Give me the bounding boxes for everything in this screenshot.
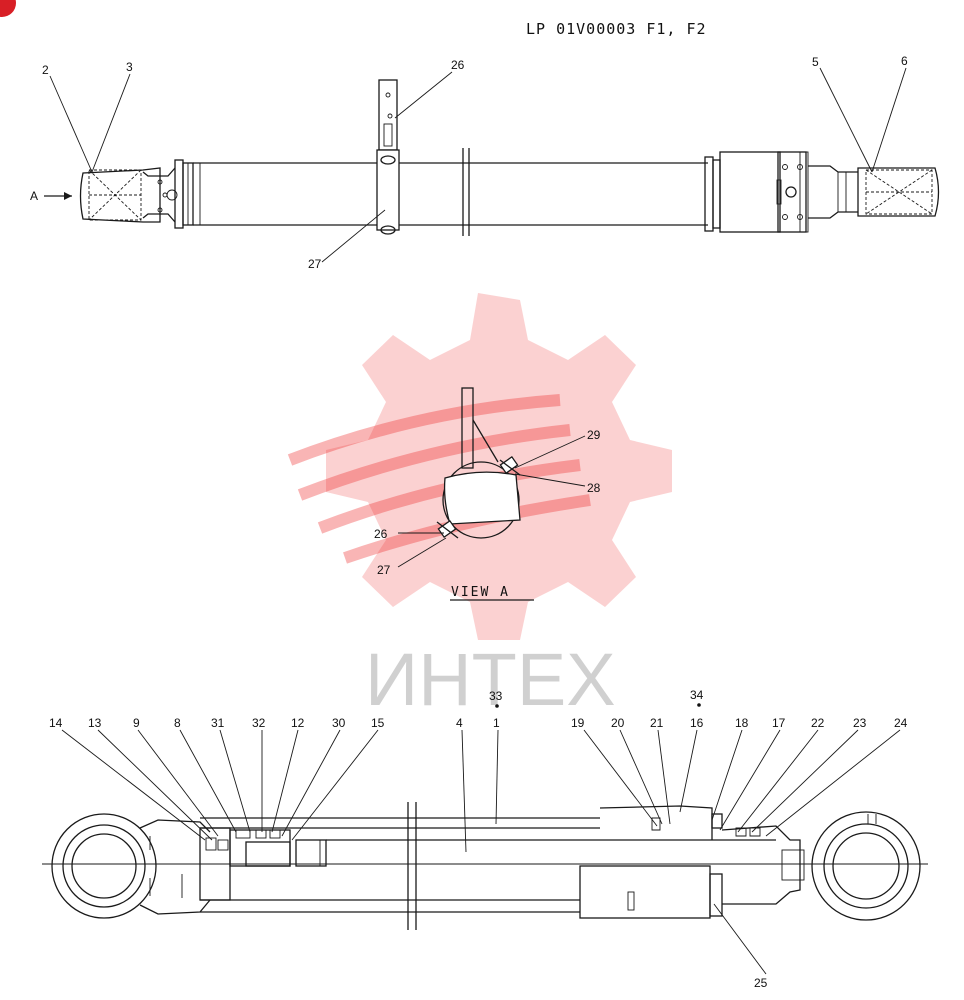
- callout-sec-25: 25: [754, 976, 768, 990]
- marker-dot-33: [495, 704, 499, 708]
- drawing-code: LP 01V00003 F1, F2: [526, 20, 707, 38]
- callout-sec-32: 32: [252, 716, 266, 730]
- callout-sec-12: 12: [291, 716, 305, 730]
- callout-view-27: 27: [377, 563, 391, 577]
- callout-sec-31: 31: [211, 716, 225, 730]
- callout-sec-14: 14: [49, 716, 63, 730]
- corner-badge: [0, 0, 16, 17]
- callout-top-27: 27: [308, 257, 322, 271]
- callout-sec-19: 19: [571, 716, 585, 730]
- callout-view-26: 26: [374, 527, 388, 541]
- callout-top-6: 6: [901, 54, 908, 68]
- callout-view-29: 29: [587, 428, 601, 442]
- callout-sec-17: 17: [772, 716, 786, 730]
- callout-sec-21: 21: [650, 716, 664, 730]
- callout-sec-30: 30: [332, 716, 346, 730]
- callout-sec-1: 1: [493, 716, 500, 730]
- callout-sec-23: 23: [853, 716, 867, 730]
- top-view-leaders: [49, 67, 907, 263]
- marker-dot-34: [697, 703, 701, 707]
- callout-sec-13: 13: [88, 716, 102, 730]
- callout-sec-9: 9: [133, 716, 140, 730]
- view-a-detail: [436, 387, 521, 539]
- callout-sec-22: 22: [811, 716, 825, 730]
- callout-view-28: 28: [587, 481, 601, 495]
- watermark-text: ИНТЕХ: [365, 638, 616, 721]
- callout-sec-34: 34: [690, 688, 704, 702]
- cylinder-section-view: [42, 802, 928, 930]
- cylinder-exterior-view: [44, 79, 940, 236]
- callout-top-3: 3: [126, 60, 133, 74]
- callout-top-2: 2: [42, 63, 49, 77]
- view-title: VIEW A: [451, 585, 510, 600]
- callout-sec-4: 4: [456, 716, 463, 730]
- callout-sec-16: 16: [690, 716, 704, 730]
- view-arrow-label: A: [30, 189, 38, 203]
- callout-top-5: 5: [812, 55, 819, 69]
- callout-top-26: 26: [451, 58, 465, 72]
- callout-sec-33: 33: [489, 689, 503, 703]
- section-leaders: [61, 729, 901, 975]
- callout-sec-20: 20: [611, 716, 625, 730]
- callout-sec-8: 8: [174, 716, 181, 730]
- callout-sec-18: 18: [735, 716, 749, 730]
- callout-sec-15: 15: [371, 716, 385, 730]
- callout-sec-24: 24: [894, 716, 908, 730]
- view-a-leaders: [397, 435, 586, 568]
